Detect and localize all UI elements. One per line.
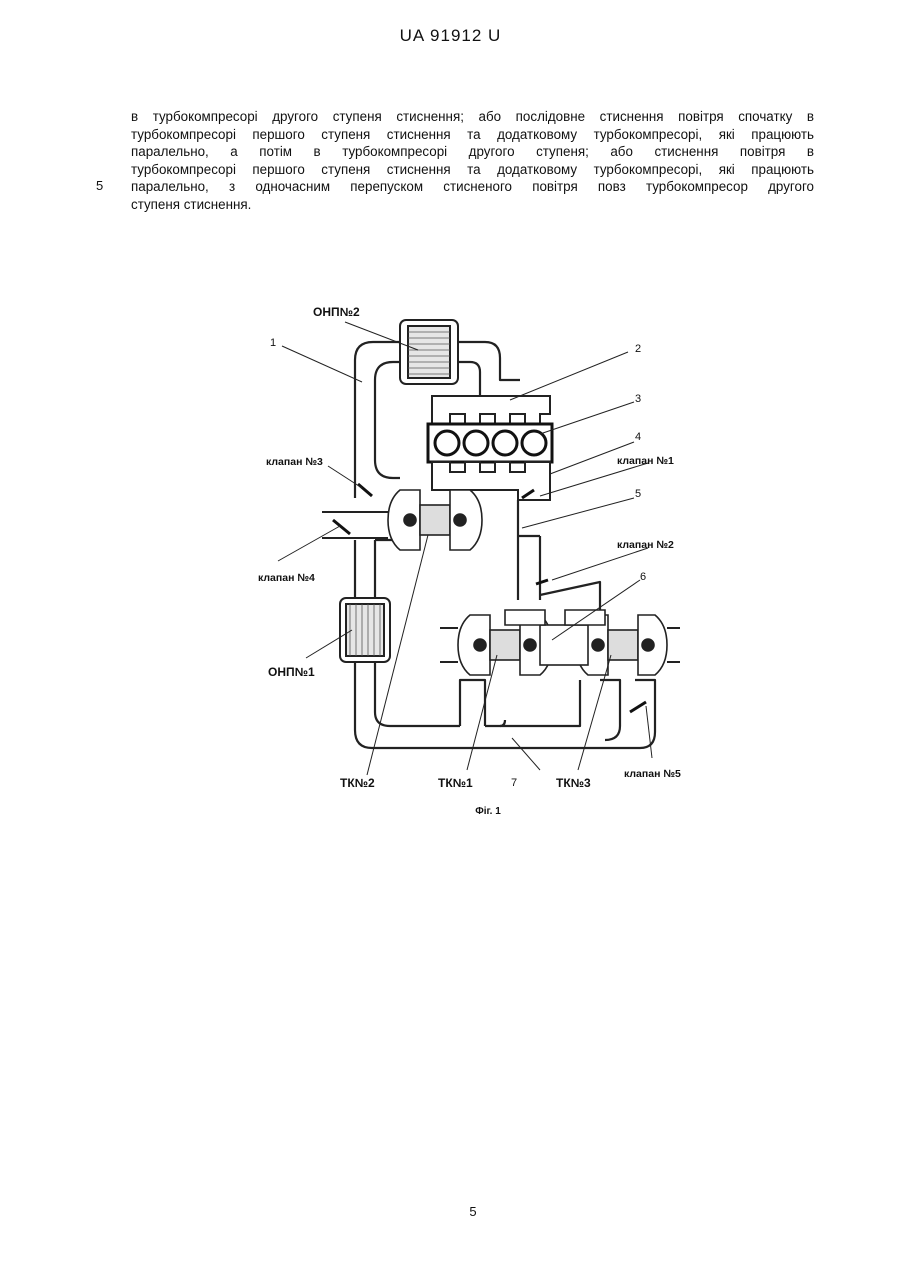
label-valve-4: клапан №4 <box>258 572 315 584</box>
label-valve-5: клапан №5 <box>624 768 681 780</box>
body-paragraph: в турбокомпресорі другого ступеня стисне… <box>131 108 814 214</box>
label-3: 3 <box>635 393 641 405</box>
label-tk1: ТК№1 <box>438 776 473 790</box>
engine-turbocharger-diagram: ОНП№2 1 2 3 4 клапан №1 клапан №3 5 клап… <box>240 296 700 801</box>
figure-caption: Фіг. 1 <box>0 806 901 817</box>
label-1: 1 <box>270 337 276 349</box>
line-number: 5 <box>96 178 103 193</box>
turbocharger-2 <box>388 490 482 550</box>
intercooler-1 <box>340 598 390 662</box>
label-onp1: ОНП№1 <box>268 665 315 679</box>
label-tk3: ТК№3 <box>556 776 591 790</box>
label-valve-2: клапан №2 <box>617 539 674 551</box>
paragraph-line: ступеня стиснення. <box>131 196 814 214</box>
paragraph-line: турбокомпресорі першого ступеня стисненн… <box>131 161 814 179</box>
engine-block <box>428 424 552 462</box>
label-onp2: ОНП№2 <box>313 305 360 319</box>
paragraph-line: паралельно, з одночасним перепуском стис… <box>131 178 814 196</box>
label-valve-1: клапан №1 <box>617 455 674 467</box>
label-6: 6 <box>640 571 646 583</box>
paragraph-line: паралельно, а потім в турбокомпресорі др… <box>131 143 814 161</box>
page-number: 5 <box>0 1204 901 1219</box>
paragraph-line: турбокомпресорі першого ступеня стисненн… <box>131 126 814 144</box>
document-id-header: UA 91912 U <box>0 26 901 46</box>
label-tk2: ТК№2 <box>340 776 375 790</box>
label-4: 4 <box>635 431 641 443</box>
label-valve-3: клапан №3 <box>266 456 323 468</box>
intercooler-2 <box>400 320 458 384</box>
label-2: 2 <box>635 343 641 355</box>
label-5: 5 <box>635 488 641 500</box>
label-7: 7 <box>511 777 517 789</box>
paragraph-line: в турбокомпресорі другого ступеня стисне… <box>131 108 814 126</box>
